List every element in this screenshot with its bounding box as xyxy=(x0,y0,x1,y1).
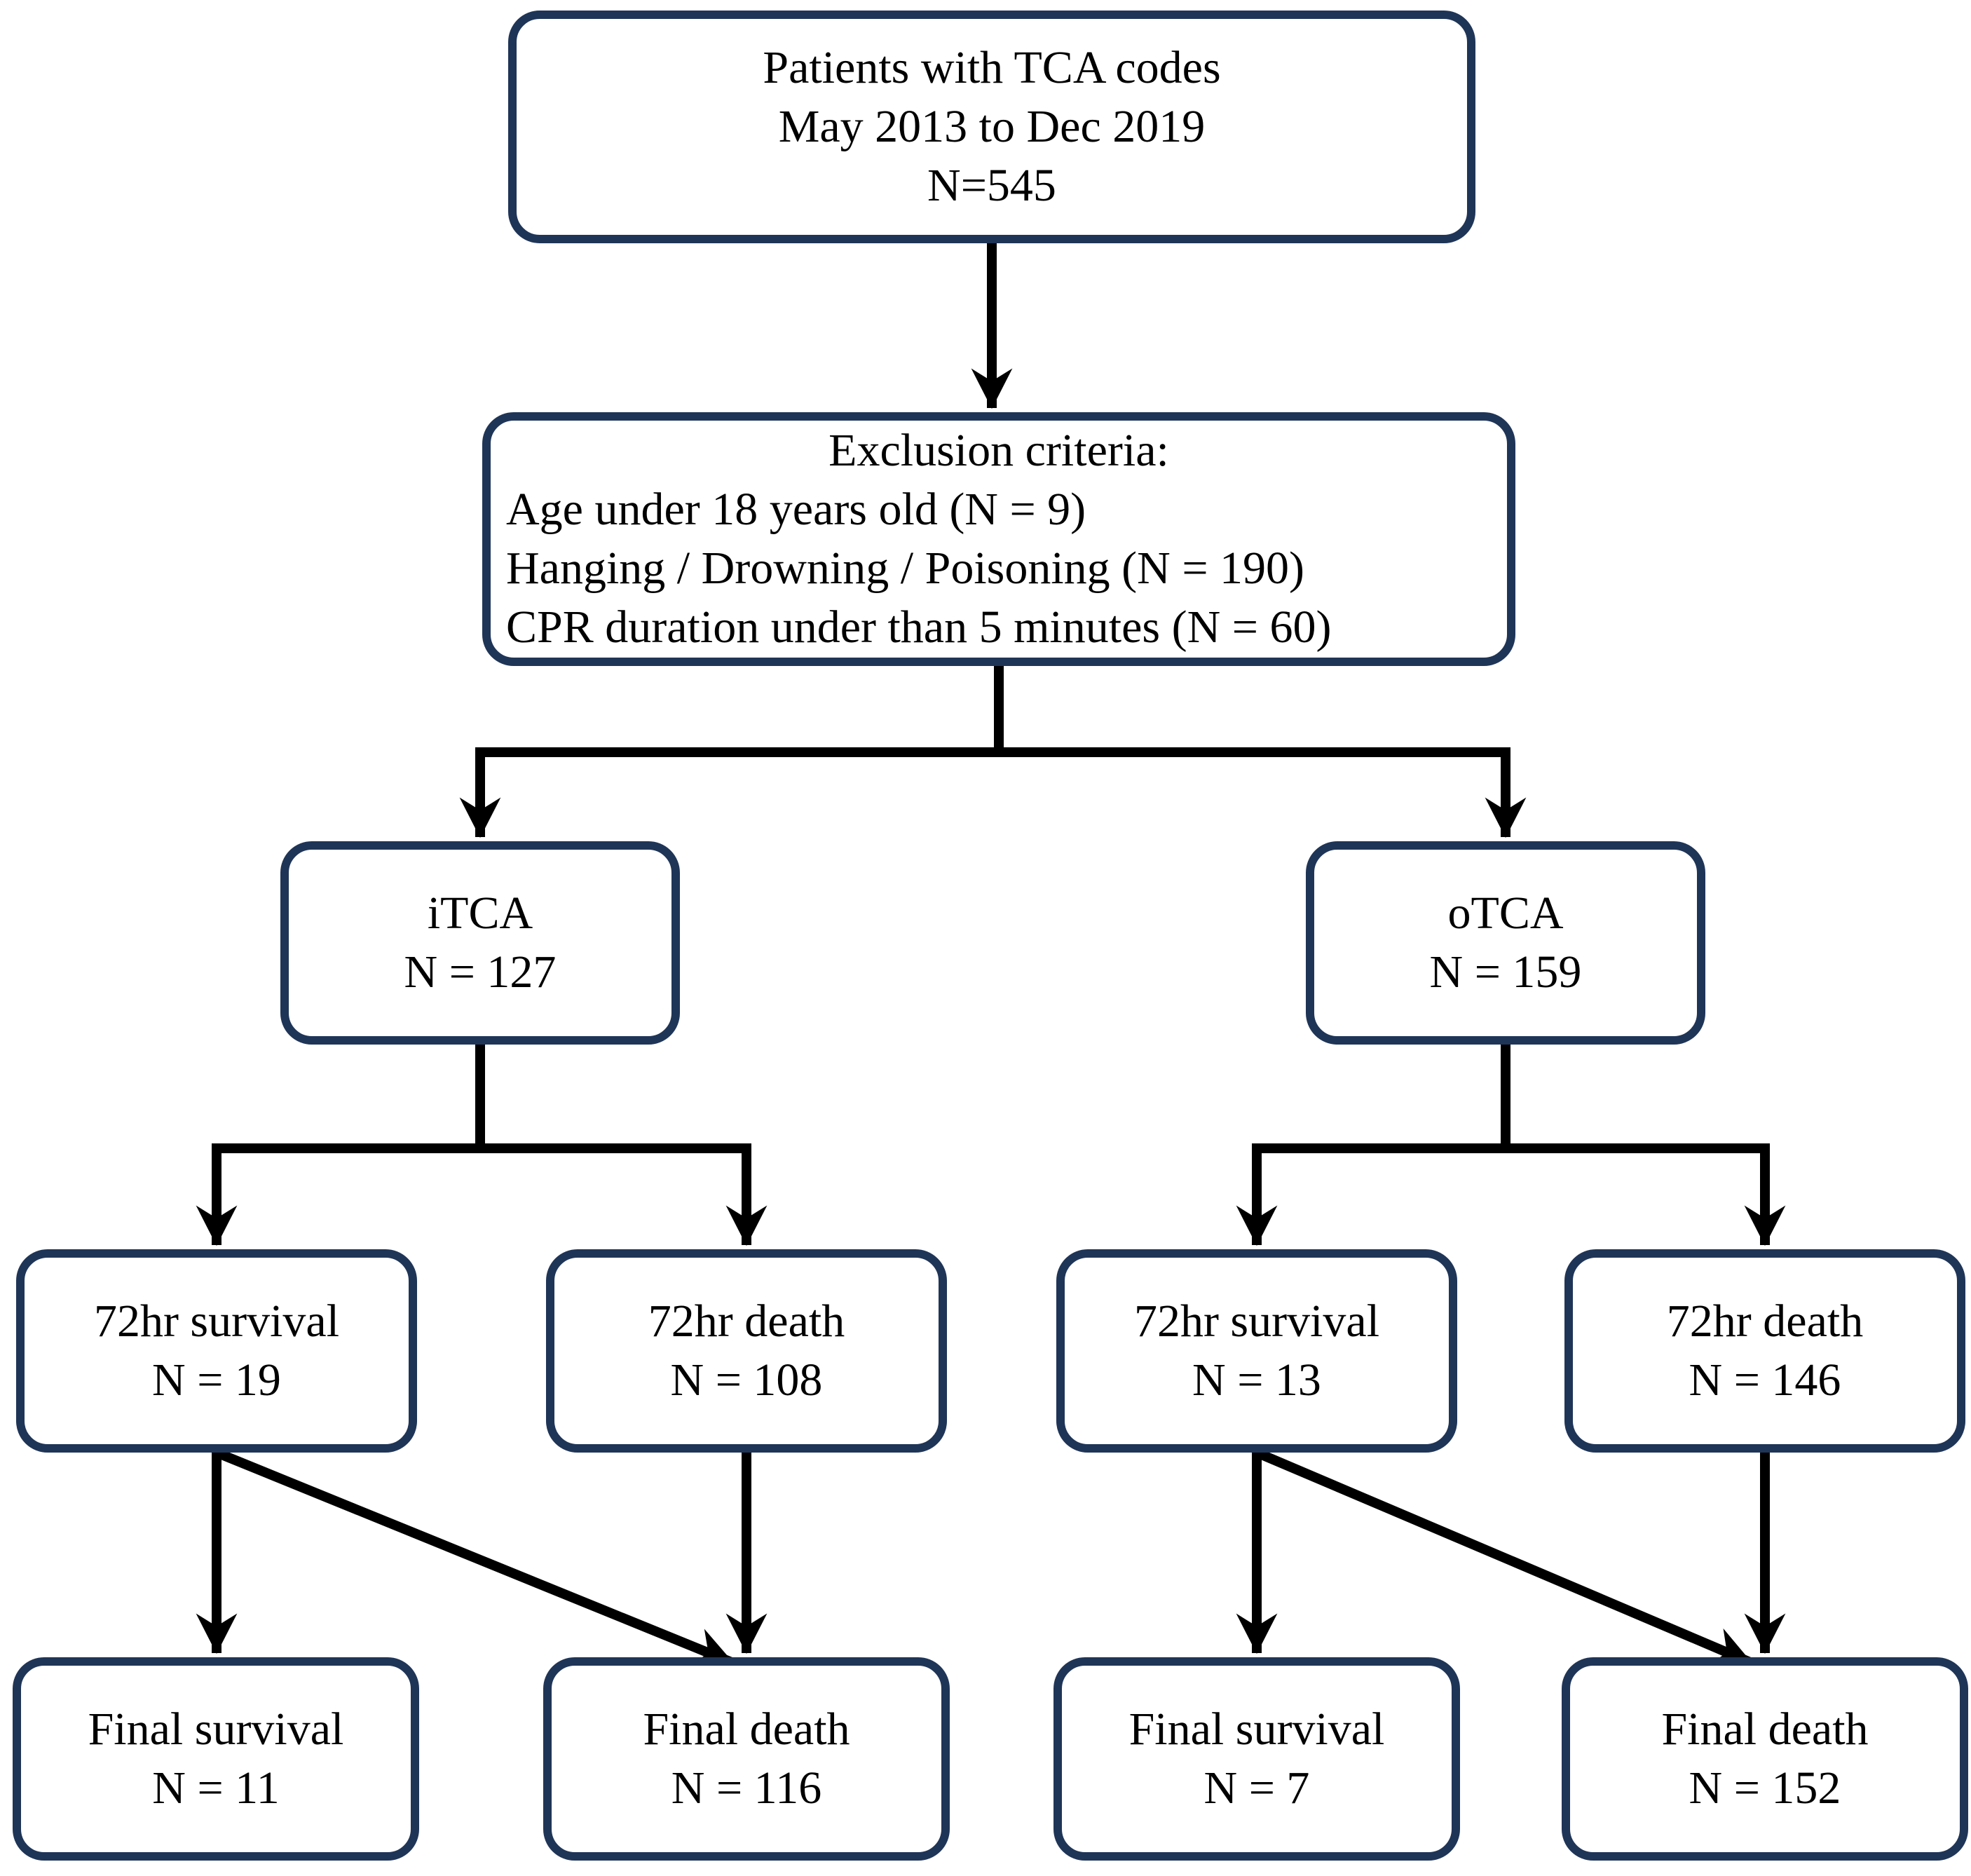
node-itca-final-death-count: N = 116 xyxy=(671,1762,822,1814)
node-patients-total-count: N=545 xyxy=(927,160,1056,211)
node-otca-72hr-death-count: N = 146 xyxy=(1689,1354,1841,1406)
node-otca: oTCA N = 159 xyxy=(1306,841,1705,1045)
node-itca-final-death-label: Final death xyxy=(643,1704,850,1755)
node-itca-72hr-death: 72hr death N = 108 xyxy=(546,1249,947,1453)
node-itca-72hr-death-count: N = 108 xyxy=(670,1354,823,1406)
node-itca-final-death: Final death N = 116 xyxy=(543,1657,950,1861)
node-itca: iTCA N = 127 xyxy=(280,841,680,1045)
node-otca-final-survival-label: Final survival xyxy=(1128,1704,1385,1755)
node-otca-label: oTCA xyxy=(1447,888,1564,939)
node-itca-count: N = 127 xyxy=(404,946,557,998)
node-itca-final-survival: Final survival N = 11 xyxy=(13,1657,419,1861)
node-otca-72hr-death-label: 72hr death xyxy=(1666,1296,1864,1347)
node-otca-72hr-death: 72hr death N = 146 xyxy=(1564,1249,1965,1453)
node-otca-72hr-survival: 72hr survival N = 13 xyxy=(1056,1249,1457,1453)
node-itca-label: iTCA xyxy=(427,888,533,939)
node-exclusion-criteria: Exclusion criteria: Age under 18 years o… xyxy=(482,412,1515,666)
node-itca-final-survival-count: N = 11 xyxy=(152,1762,280,1814)
node-otca-final-death: Final death N = 152 xyxy=(1562,1657,1968,1861)
node-itca-72hr-survival: 72hr survival N = 19 xyxy=(16,1249,417,1453)
arrow-72hr-survival-to-final-death-right xyxy=(1255,1448,1754,1668)
node-otca-final-survival-count: N = 7 xyxy=(1203,1762,1310,1814)
node-otca-final-death-count: N = 152 xyxy=(1689,1762,1841,1814)
node-otca-final-survival: Final survival N = 7 xyxy=(1053,1657,1460,1861)
node-itca-final-survival-label: Final survival xyxy=(88,1704,344,1755)
node-otca-final-death-label: Final death xyxy=(1661,1704,1869,1755)
node-exclusion-item-mechanism: Hanging / Drowning / Poisoning (N = 190) xyxy=(506,543,1305,594)
node-otca-count: N = 159 xyxy=(1429,946,1582,998)
node-otca-72hr-survival-label: 72hr survival xyxy=(1133,1296,1380,1347)
node-patients-total-line1: Patients with TCA codes xyxy=(763,42,1221,93)
node-patients-total: Patients with TCA codes May 2013 to Dec … xyxy=(508,11,1475,243)
node-patients-total-line2: May 2013 to Dec 2019 xyxy=(778,101,1206,152)
node-otca-72hr-survival-count: N = 13 xyxy=(1192,1354,1321,1406)
node-exclusion-title: Exclusion criteria: xyxy=(828,425,1169,476)
node-itca-72hr-survival-count: N = 19 xyxy=(152,1354,281,1406)
node-exclusion-item-age: Age under 18 years old (N = 9) xyxy=(506,484,1086,535)
node-exclusion-item-cpr: CPR duration under than 5 minutes (N = 6… xyxy=(506,601,1332,653)
node-itca-72hr-death-label: 72hr death xyxy=(648,1296,845,1347)
node-itca-72hr-survival-label: 72hr survival xyxy=(93,1296,340,1347)
arrow-72hr-survival-to-final-death-left xyxy=(214,1448,735,1668)
